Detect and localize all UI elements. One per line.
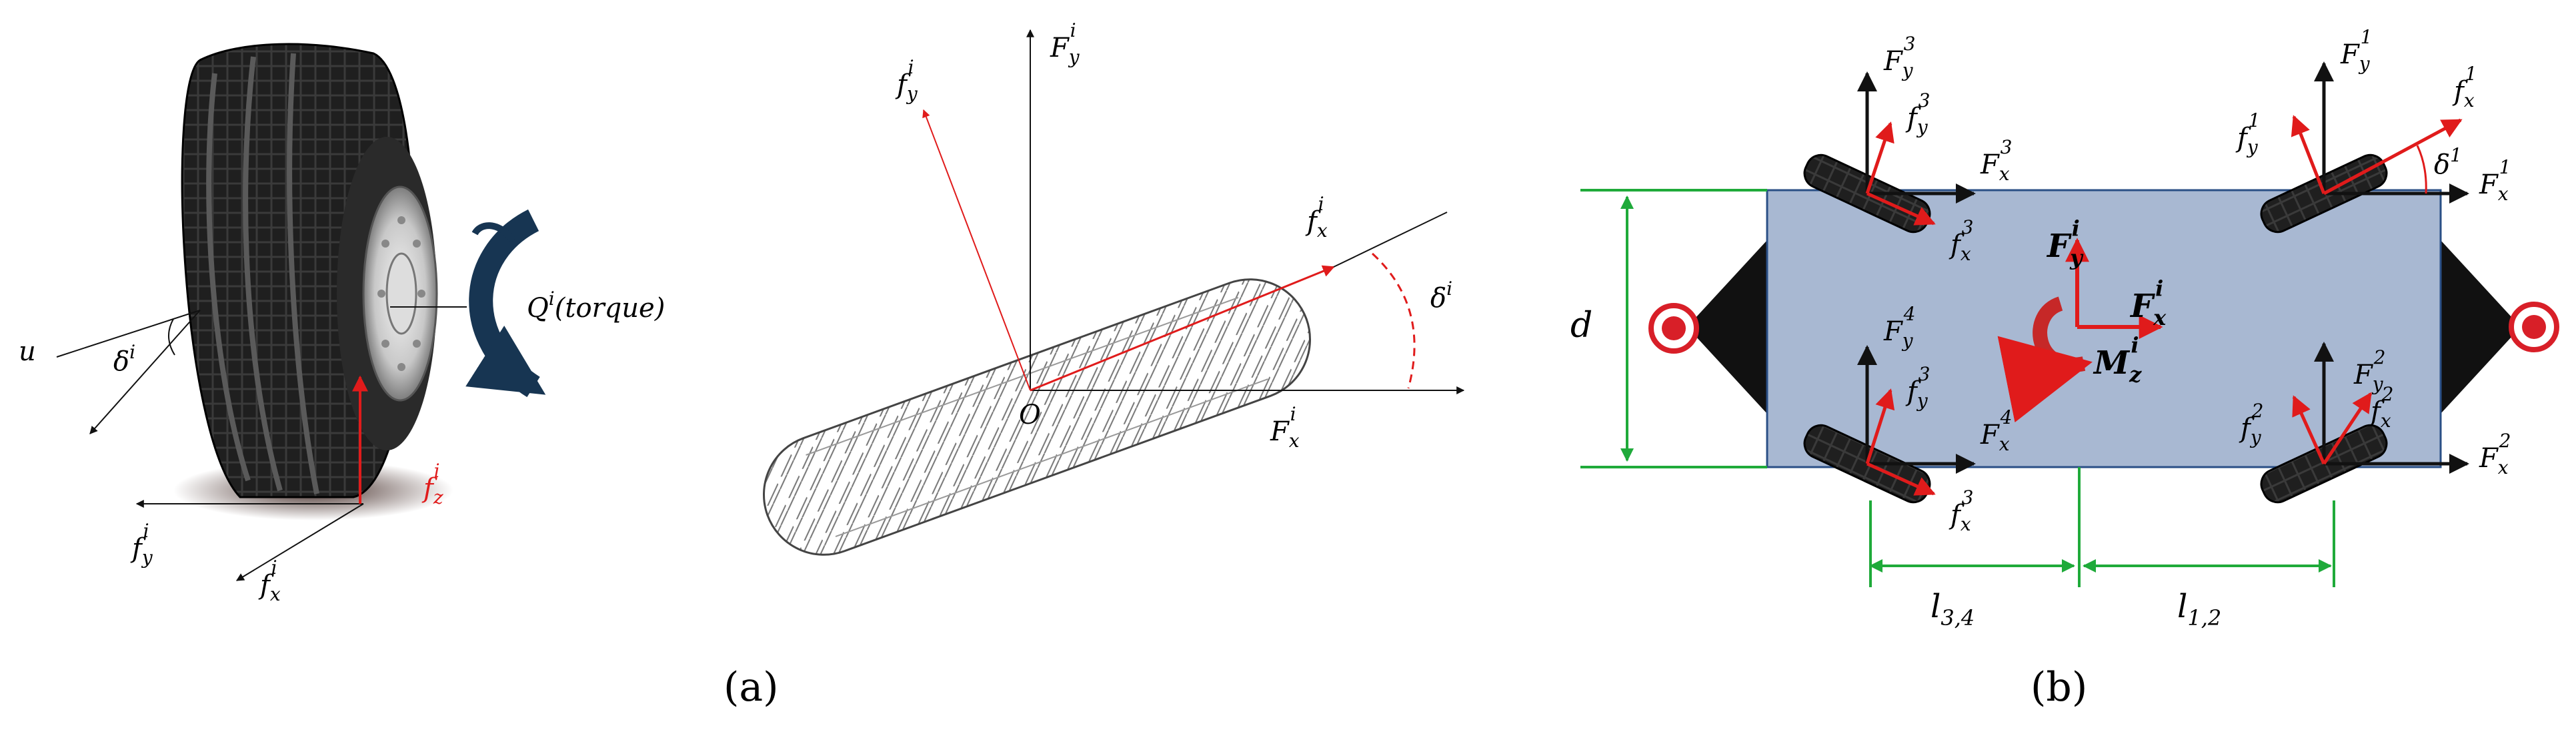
Fy-label-plane: Fyi [1050, 19, 1080, 68]
fy-arrow-plane [922, 109, 1031, 391]
tire-forces [56, 209, 546, 581]
w1-Fy-label: Fy1 [2340, 26, 2372, 75]
w1-fy [2291, 115, 2326, 194]
fx-arrow [235, 503, 364, 581]
dim-l34-label: l3,4 [1930, 588, 1975, 631]
dim-l12-label: l1,2 [2177, 588, 2221, 631]
axis-u-label: u [19, 336, 36, 367]
plane-view [763, 29, 1465, 556]
w4-Fy-label: Fy4 [1883, 303, 1915, 352]
w3-fx [1866, 192, 1936, 226]
dim-d-label: d [1570, 306, 1592, 346]
w2-fx [2322, 392, 2373, 465]
w3-fx-label: fx3 [1949, 216, 1973, 265]
w4-Fx-label: Fx4 [1980, 406, 2012, 455]
Fx-label-plane: Fxi [1270, 403, 1300, 452]
fx-arrow-plane [1030, 265, 1335, 392]
center-Mz-label: Mzi [2093, 332, 2142, 387]
axis-u-line [56, 310, 201, 358]
w1-fx-label: fx1 [2452, 63, 2477, 111]
torque-arrow [465, 209, 546, 398]
delta-arc-plane [1371, 252, 1416, 389]
w4-fy-label: fy3 [1905, 363, 1930, 412]
fy-label-plane: fyi [895, 56, 918, 105]
center-Mz-arrow [1997, 296, 2093, 422]
vehicle-diagram [1580, 61, 2559, 587]
w2-fy-label: fy2 [2239, 400, 2263, 448]
fz-label: fzi [421, 460, 443, 508]
w3-Fx-label: Fx3 [1980, 136, 2012, 185]
tire-diagram [173, 43, 453, 520]
front-hitch [1687, 240, 1767, 414]
w1-delta-label: δ1 [2434, 144, 2462, 180]
origin-label: O [1019, 400, 1041, 430]
w3-fy-label: fy3 [1905, 89, 1930, 138]
w1-Fx-label: Fx1 [2479, 156, 2511, 205]
rear-hitch [2441, 240, 2521, 414]
w1-fy-label: fy1 [2235, 109, 2260, 158]
w2-fx-label: fx2 [2369, 383, 2393, 432]
w4-fx-label: fx3 [1949, 486, 1973, 535]
delta-label-plane: δi [1430, 278, 1452, 314]
fy-label: fyi [130, 520, 153, 569]
w3-Fy-label: Fy3 [1883, 33, 1915, 81]
fx-label-plane: fxi [1305, 193, 1328, 242]
vehicle-labels: Fy3 fy3 Fx3 fx3 Fy1 fy1 fx1 δ1 Fx1 Fy4 f… [1570, 26, 2511, 631]
w3-fy [1865, 121, 1894, 194]
torque-label: Qi(torque) [527, 288, 665, 324]
w1-delta-arc [2416, 145, 2427, 194]
plane-labels: Fyi fyi fxi δi Fxi O [895, 19, 1452, 452]
fx-label: fxi [258, 557, 281, 605]
caption-b: (b) [2031, 664, 2087, 711]
w4-fy [1865, 388, 1895, 464]
plane-tire [763, 278, 1311, 556]
w1-fx [2323, 118, 2463, 196]
delta-ref-arrow [89, 310, 201, 434]
caption-a: (a) [724, 664, 779, 711]
w2-Fx-label: Fx2 [2479, 430, 2511, 478]
w4-fx [1866, 462, 1936, 496]
delta-label: δi [113, 341, 135, 377]
w2-fy [2292, 395, 2326, 465]
w2-Fy-label: Fy2 [2353, 346, 2385, 395]
center-Fy-label: Fyi [2046, 216, 2084, 270]
delta-angle-arc [168, 318, 175, 356]
center-Fx-label: Fxi [2129, 276, 2167, 330]
tire-labels: u δi Qi(torque) fyi fxi fzi [19, 288, 665, 605]
tire-heading-line [1333, 212, 1448, 268]
